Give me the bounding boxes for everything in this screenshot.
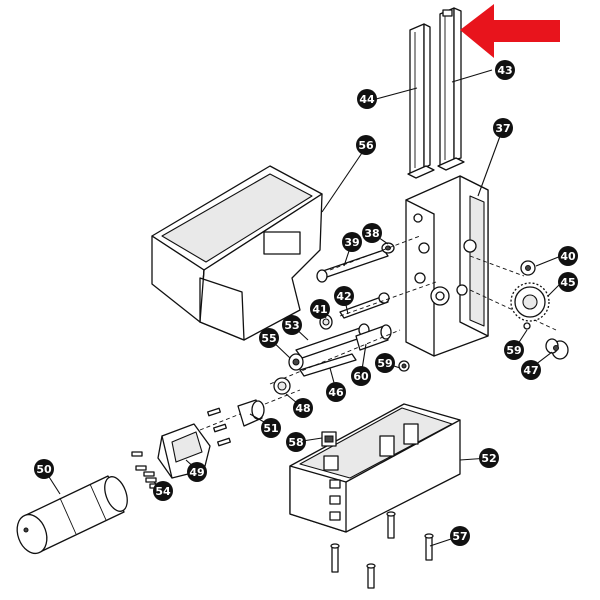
callout-38: 38 [362,223,382,243]
part-57-screws [330,511,434,589]
part-44-rail [407,23,435,179]
callout-39: 39 [342,232,362,252]
part-60-sleeve [355,324,392,351]
callout-label: 47 [523,364,538,377]
callout-label: 58 [288,436,303,449]
part-59-small-gear [398,322,531,372]
callout-label: 53 [284,319,299,332]
callout-label: 51 [263,422,278,435]
callout-label: 49 [189,466,204,479]
callout-label: 50 [36,463,52,476]
callout-48: 48 [293,398,313,418]
part-39-shaft [316,249,389,283]
part-47-pinion [545,338,569,360]
part-51-coupler [207,399,265,447]
callout-41: 41 [310,299,330,319]
callout-label: 40 [560,250,576,263]
part-40-sprocket [520,260,536,276]
callout-label: 44 [359,93,375,106]
callout-50: 50 [34,459,54,479]
part-50-motor [16,475,128,555]
callout-label: 60 [353,370,369,383]
callout-37: 37 [493,118,513,138]
callout-label: 54 [155,485,171,498]
callout-label: 38 [364,227,379,240]
callout-46: 46 [326,382,346,402]
callout-label: 37 [495,122,510,135]
part-48-bushing [273,377,291,395]
highlight-arrow [460,4,560,58]
callout-53: 53 [282,315,302,335]
callout-55: 55 [259,328,279,348]
part-56-tray [151,165,323,341]
callout-57: 57 [450,526,470,546]
part-52-base [289,403,461,533]
callout-58: 58 [286,432,306,452]
callout-60: 60 [351,366,371,386]
callout-label: 42 [336,290,351,303]
part-42-shaft [339,292,390,319]
callout-label: 57 [452,530,467,543]
callout-label: 59 [377,357,392,370]
part-45-gear [510,282,550,322]
part-46-shaft [299,353,357,377]
part-43-rail [437,7,465,171]
callout-49: 49 [187,462,207,482]
callout-47: 47 [521,360,541,380]
callout-label: 48 [295,402,310,415]
callout-52: 52 [479,448,499,468]
part-38-bushing [381,242,395,254]
callout-56: 56 [356,135,376,155]
callout-label: 52 [481,452,496,465]
callout-40: 40 [558,246,578,266]
callout-label: 46 [328,386,344,399]
callout-label: 43 [497,64,512,77]
callout-45: 45 [558,272,578,292]
callout-42: 42 [334,286,354,306]
callout-43: 43 [495,60,515,80]
callout-51: 51 [261,418,281,438]
callout-label: 45 [560,276,575,289]
callout-44: 44 [357,89,377,109]
part-55-gear [288,353,304,371]
part-37-housing [405,175,489,357]
callout-label: 56 [358,139,374,152]
part-58-clip [321,431,339,471]
callout-label: 55 [261,332,276,345]
callout-59-right: 59 [504,340,524,360]
callout-54: 54 [153,481,173,501]
callout-label: 39 [344,236,359,249]
callout-label: 59 [506,344,521,357]
callout-label: 41 [312,303,327,316]
callout-59-left: 59 [375,353,395,373]
